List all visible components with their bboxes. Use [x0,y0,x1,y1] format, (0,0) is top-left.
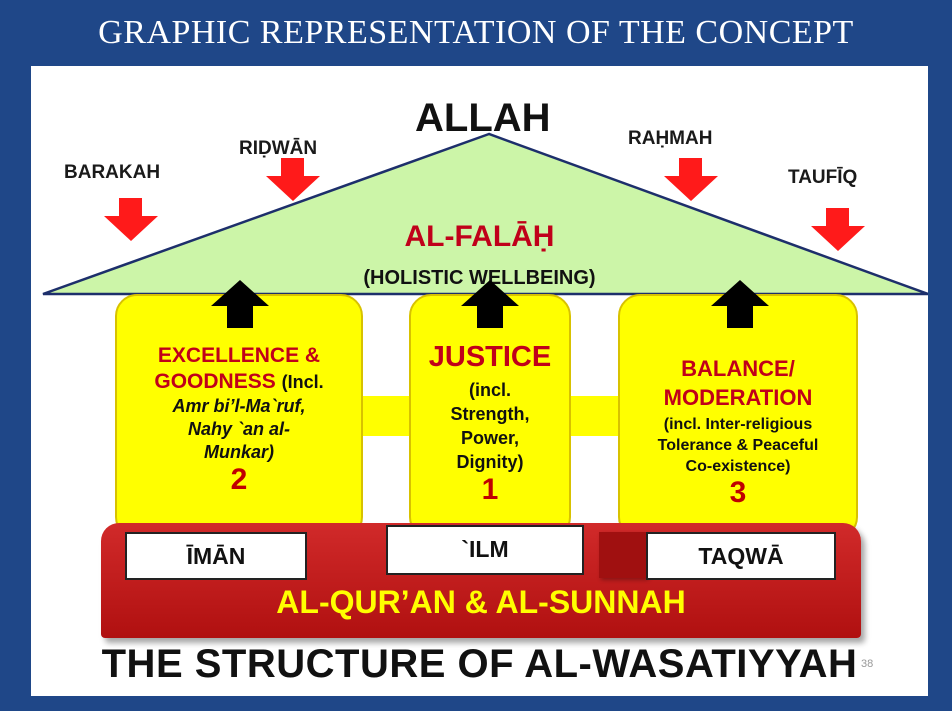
pillar-excellence: EXCELLENCE & GOODNESS (Incl. Amr bi’l-Ma… [115,294,363,539]
roof-title: AL-FALĀḤ [404,220,555,253]
pillar-center-line-4: Dignity) [456,452,524,472]
pillar-center-line-3: Power, [460,428,520,448]
apex-label: ALLAH [415,96,551,140]
blessing-rahmah: RAḤMAH [628,128,713,149]
pillar-right-heading-1: BALANCE/ [681,356,795,381]
taufiq-arrow [811,208,865,251]
pillar-left-incl: (Incl. [281,372,324,392]
pillar-left-line-3: Munkar) [203,442,274,462]
pillar-right-line-1: (incl. Inter-religious [663,416,813,433]
blessing-arrows [104,158,865,251]
up-arrows-svg [211,280,769,328]
pillar-right-number: 3 [729,476,747,509]
connector-left [360,396,412,436]
pillar-left-line-1: Amr bi’l-Ma`ruf, [172,396,306,416]
blessing-ridwan: RIḌWĀN [239,138,318,159]
blessing-barakah: BARAKAH [64,162,161,183]
pillar-center-line-1: (incl. [468,380,511,400]
slide-number: 38 [861,658,874,670]
pillar-center-heading: JUSTICE [428,341,552,373]
pillar-balance: BALANCE/ MODERATION (incl. Inter-religio… [618,294,858,539]
rahmah-arrow [664,158,718,201]
up-arrow-right [711,280,769,328]
foundation-box-iman: ĪMĀN [125,532,307,580]
pillar-left-heading-2-row: GOODNESS (Incl. [117,370,361,394]
diagram-caption: THE STRUCTURE OF AL-WASATIYYAH [101,642,858,686]
ridwan-arrow [266,158,320,201]
foundation-box-ilm: `ILM [386,525,584,575]
pillar-right-heading-2: MODERATION [663,385,813,410]
pillar-justice: JUSTICE (incl. Strength, Power, Dignity)… [409,294,571,539]
foundation-shadow-block [599,532,647,578]
up-arrow-center [461,280,519,328]
pillar-left-heading-2: GOODNESS [154,370,276,393]
diagram-canvas: ALLAH BARAKAH RIḌWĀN RAḤMAH TAUFĪQ AL-FA… [31,66,928,696]
pillar-center-number: 1 [481,473,499,506]
slide-title: GRAPHIC REPRESENTATION OF THE CONCEPT [98,14,854,51]
pillar-left-number: 2 [230,463,248,496]
pillar-left-line-2: Nahy `an al- [187,419,291,439]
connector-right [569,396,621,436]
roof-subtitle: (HOLISTIC WELLBEING) [363,267,596,289]
foundation-box-taqwa: TAQWĀ [646,532,836,580]
pillar-left-heading-1: EXCELLENCE & [157,344,321,367]
pillar-right-line-3: Co-existence) [685,458,791,475]
barakah-arrow [104,198,158,241]
foundation-label: AL-QUR’AN & AL-SUNNAH [276,584,686,620]
pillar-right-line-2: Tolerance & Peaceful [657,437,819,454]
blessing-taufiq: TAUFĪQ [788,167,858,188]
pillar-center-line-2: Strength, [450,404,530,424]
up-arrows [211,280,769,328]
up-arrow-left [211,280,269,328]
